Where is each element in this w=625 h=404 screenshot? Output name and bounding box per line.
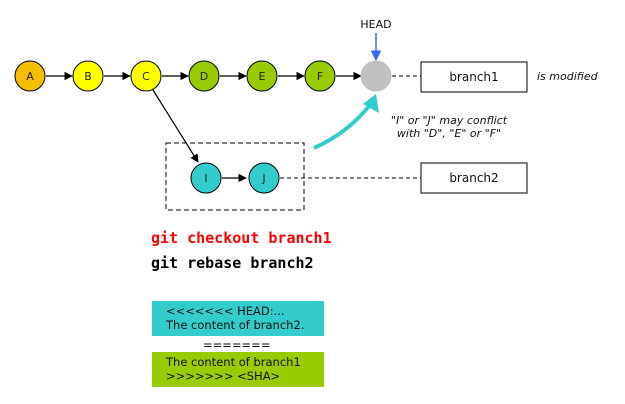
branch1-label: branch1 <box>449 70 498 84</box>
commit-node-c-label: C <box>142 70 150 83</box>
branch2-label: branch2 <box>449 171 498 185</box>
commit-node-i-label: I <box>204 172 207 185</box>
conflict-other-content: The content of branch1 <box>166 355 301 369</box>
conflict-note-line1: "I" or "J" may conflict <box>391 114 508 127</box>
commit-node-b-label: B <box>84 70 92 83</box>
rebase-command: git rebase branch2 <box>151 254 314 272</box>
commit-node-a: A <box>14 60 46 92</box>
commit-node-d-label: D <box>200 70 208 83</box>
commit-node-f: F <box>304 60 336 92</box>
commit-node-e: E <box>246 60 278 92</box>
commit-node-d: D <box>188 60 220 92</box>
conflict-other-marker: >>>>>>> <SHA> <box>166 369 281 383</box>
is-modified-note: is modified <box>537 70 599 83</box>
conflict-note-line2: with "D", "E" or "F" <box>397 127 501 140</box>
commit-node-i: I <box>190 162 222 194</box>
commit-node-f-label: F <box>317 70 323 83</box>
rebase-move-arrow <box>313 100 374 150</box>
checkout-command: git checkout branch1 <box>151 229 332 247</box>
conflict-other-panel: The content of branch1 >>>>>>> <SHA> <box>152 352 324 387</box>
commit-node-b: B <box>72 60 104 92</box>
conflict-separator: ======= <box>203 338 271 352</box>
conflict-head-marker: <<<<<<< HEAD:... <box>166 304 285 318</box>
commit-node-a-label: A <box>26 70 34 83</box>
commit-node-j: J <box>248 162 280 194</box>
commit-node-e-label: E <box>259 70 266 83</box>
conflict-head-panel: <<<<<<< HEAD:... The content of branch2. <box>152 301 324 336</box>
commit-node-j-label: J <box>261 172 265 185</box>
edge-c-i <box>152 89 199 163</box>
head-label: HEAD <box>360 18 391 31</box>
conflict-head-content: The content of branch2. <box>166 318 305 332</box>
side-branch-group <box>165 142 305 211</box>
commit-node-c: C <box>130 60 162 92</box>
branch2-box: branch2 <box>420 162 528 194</box>
branch1-box: branch1 <box>420 61 528 93</box>
rebase-move-arrowhead <box>363 94 379 113</box>
head-node <box>360 60 392 92</box>
